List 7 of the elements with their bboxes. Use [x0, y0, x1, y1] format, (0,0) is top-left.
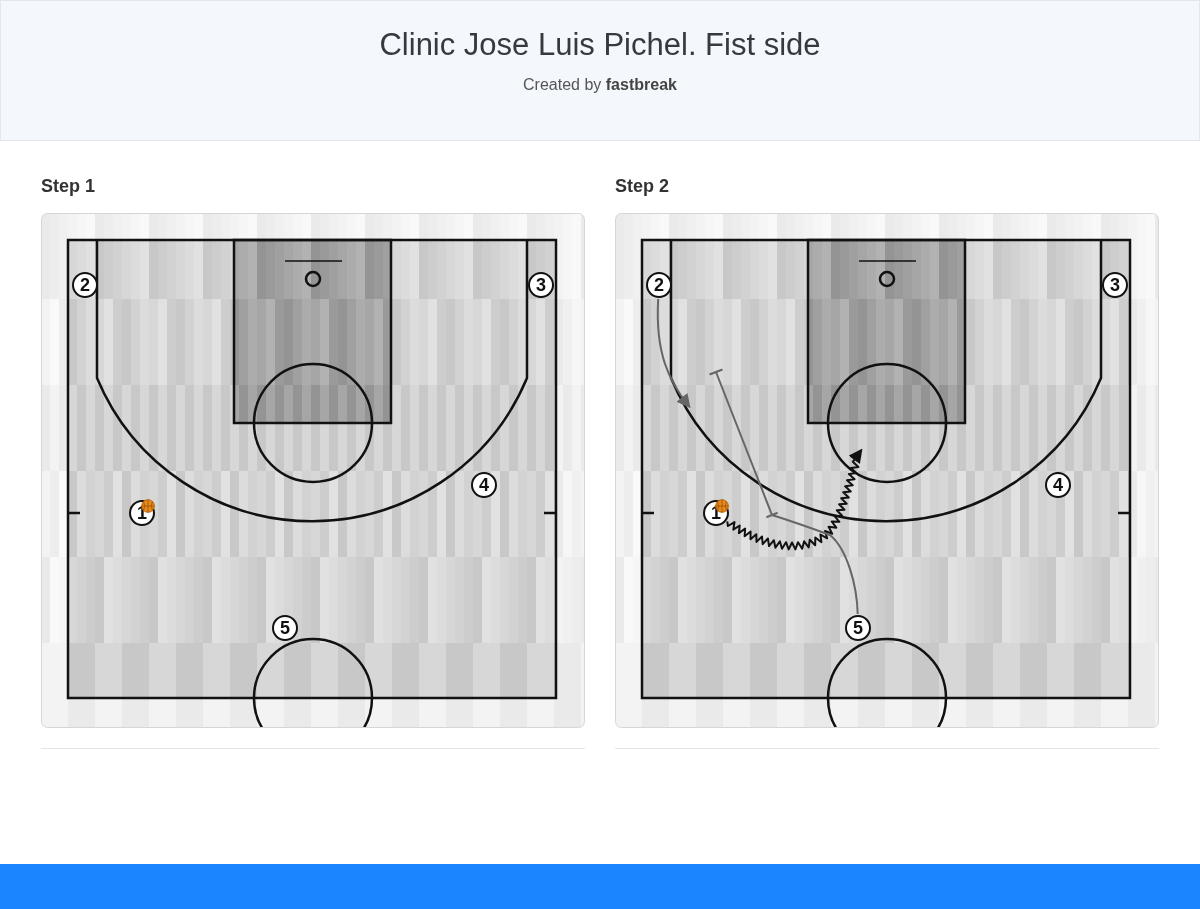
screen-line [708, 368, 859, 615]
cut-arrow [656, 298, 691, 409]
page-title: Clinic Jose Luis Pichel. Fist side [379, 26, 821, 64]
step-heading: Step 1 [41, 175, 96, 197]
step-heading: Step 2 [615, 175, 670, 197]
author-credit: Created by fastbreak [523, 75, 677, 95]
dribble-arrow [726, 448, 863, 551]
